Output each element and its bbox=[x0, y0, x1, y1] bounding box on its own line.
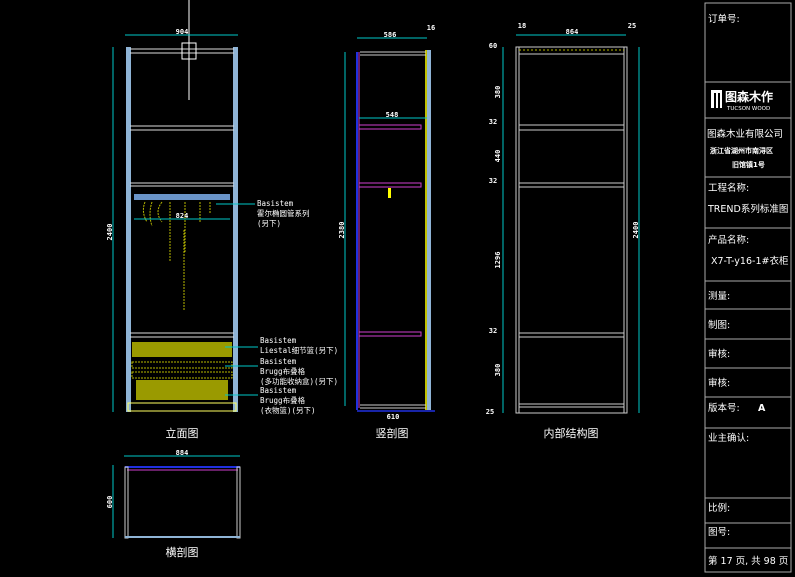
product-label: 产品名称: bbox=[708, 234, 749, 246]
dim-back: 16 bbox=[427, 24, 435, 32]
dim-depth: 600 bbox=[106, 496, 114, 509]
tucson-wood-logo: 图森木作 TUCSON WOOD bbox=[711, 89, 773, 112]
title-block: 订单号: 图森木作 TUCSON WOOD 图森木业有限公司 浙江省湖州市南浔区… bbox=[704, 2, 792, 573]
base-plinth bbox=[127, 402, 237, 412]
dim-segment: 32 bbox=[489, 177, 497, 185]
drawing-no-label: 图号: bbox=[708, 527, 730, 538]
dim-segment: 380 bbox=[494, 364, 502, 377]
dim-width: 904 bbox=[176, 28, 189, 36]
dim-width: 864 bbox=[566, 28, 579, 36]
review-label: 审核: bbox=[708, 348, 730, 360]
scale-label: 比例: bbox=[708, 502, 730, 514]
shelf bbox=[358, 331, 422, 337]
callout-text: Basistem bbox=[260, 386, 297, 395]
laundry-basket bbox=[136, 380, 228, 400]
dim-bottom: 610 bbox=[387, 413, 400, 421]
dim-segment: 60 bbox=[489, 42, 497, 50]
page-info: 第 17 页, 共 98 页 bbox=[708, 555, 788, 567]
callout-text: Brugg布叠格 bbox=[260, 395, 306, 405]
light-fixture bbox=[181, 42, 197, 60]
order-no-label: 订单号: bbox=[708, 13, 740, 25]
dim-left-offset: 18 bbox=[518, 22, 526, 30]
interior-view: 864 18 25 2400 60 380 32 440 32 1296 32 … bbox=[486, 22, 640, 440]
basket bbox=[132, 342, 232, 357]
shelf bbox=[358, 124, 422, 130]
callout-text: Liestal细节篮(另下) bbox=[260, 345, 338, 355]
dim-segment: 25 bbox=[486, 408, 494, 416]
callout-text: Basistem bbox=[260, 357, 297, 366]
dim-height: 2400 bbox=[632, 222, 640, 239]
dim-shelf-depth: 548 bbox=[386, 111, 399, 119]
elevation-view: 904 2400 824 Basistem 霍尔椭圆管系列 (另 bbox=[106, 0, 338, 440]
survey-label: 测量: bbox=[708, 291, 730, 302]
dim-width: 884 bbox=[176, 449, 189, 457]
section-view: 586 16 2380 548 610 竖剖图 bbox=[338, 24, 435, 440]
side-panel-right bbox=[233, 47, 238, 412]
dim-height: 2380 bbox=[338, 222, 346, 239]
logo-en: TUCSON WOOD bbox=[726, 106, 770, 112]
project-value: TREND系列标准图 bbox=[707, 203, 788, 215]
callout-text: (衣物篮)(另下) bbox=[260, 405, 316, 415]
product-value: X7-T-y16-1#衣柜 bbox=[711, 255, 789, 267]
address-line2: 旧馆镇1号 bbox=[732, 160, 765, 169]
callout-text: Basistem bbox=[260, 336, 297, 345]
dim-height: 2400 bbox=[106, 224, 114, 241]
dim-segment: 440 bbox=[494, 150, 502, 163]
callout-text: Brugg布叠格 bbox=[260, 366, 306, 376]
dim-depth: 586 bbox=[384, 31, 397, 39]
dim-segment: 380 bbox=[494, 86, 502, 99]
callout-text: (多功能收纳盒)(另下) bbox=[260, 376, 338, 386]
dim-segment: 32 bbox=[489, 327, 497, 335]
callout-text: Basistem bbox=[257, 199, 294, 208]
dim-segment: 32 bbox=[489, 118, 497, 126]
address-line1: 浙江省湖州市南浔区 bbox=[710, 146, 773, 155]
company-name: 图森木业有限公司 bbox=[707, 128, 783, 140]
shelf bbox=[358, 182, 422, 188]
project-label: 工程名称: bbox=[708, 182, 749, 194]
caption-plan: 横剖图 bbox=[166, 545, 199, 559]
caption-elevation: 立面图 bbox=[166, 426, 199, 440]
dim-right-offset: 25 bbox=[628, 22, 636, 30]
dim-segment: 1296 bbox=[494, 252, 502, 269]
version-label: 版本号: bbox=[708, 402, 740, 414]
owner-confirm-label: 业主确认: bbox=[708, 432, 749, 444]
dim-inner-width: 824 bbox=[176, 212, 189, 220]
callout-text: 霍尔椭圆管系列 bbox=[257, 208, 310, 218]
version-value: A bbox=[758, 403, 766, 414]
side-panel-left bbox=[126, 47, 131, 412]
hanging-rail bbox=[134, 194, 230, 200]
callout-text: (另下) bbox=[257, 219, 281, 228]
logo-cn: 图森木作 bbox=[725, 89, 773, 104]
drawing-label: 制图: bbox=[708, 319, 730, 331]
review-label: 审核: bbox=[708, 377, 730, 389]
caption-interior: 内部结构图 bbox=[544, 426, 599, 440]
plan-view: 884 600 横剖图 bbox=[106, 449, 241, 559]
caption-section: 竖剖图 bbox=[376, 426, 409, 440]
